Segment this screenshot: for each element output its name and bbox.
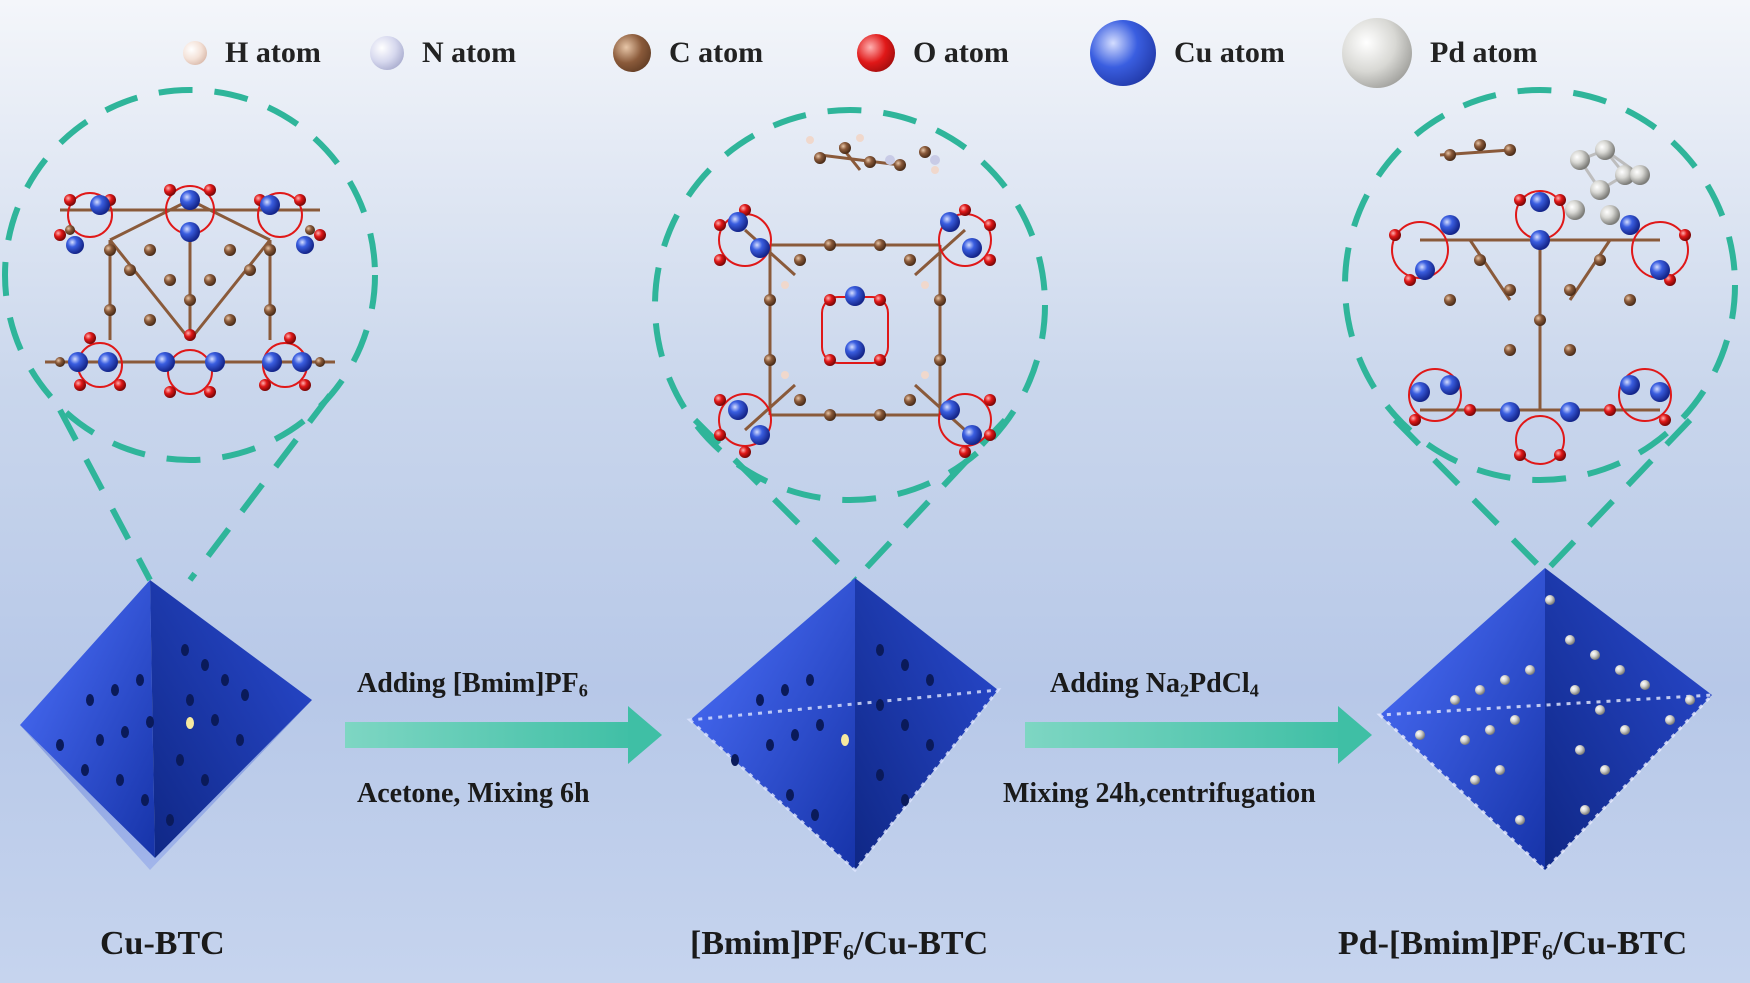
legend-item-c: C atom — [613, 18, 763, 88]
legend-label-o: O atom — [913, 36, 1009, 69]
stage-1-octahedron — [20, 580, 312, 870]
h-atom-icon — [183, 41, 207, 65]
stage-3-label: Pd-[Bmim]PF6/Cu-BTC — [1338, 925, 1688, 965]
step-1-reagent-label: Adding [Bmim]PF6 — [357, 668, 588, 701]
arrow-2 — [1025, 706, 1372, 764]
arrow-1 — [345, 706, 662, 764]
n-atom-icon — [370, 36, 404, 70]
stage-2-label: [Bmim]PF6/Cu-BTC — [690, 925, 989, 965]
step-2-reagent-label: Adding Na2PdCl4 — [1050, 668, 1259, 701]
stage-3-zoom — [1342, 87, 1738, 575]
legend-label-cu: Cu atom — [1174, 36, 1285, 69]
stage-2-zoom — [652, 107, 1048, 583]
legend: H atom N atom C atom O atom Cu atom Pd a… — [0, 18, 1750, 88]
legend-label-c: C atom — [669, 36, 764, 69]
stage-1-label: Cu-BTC — [100, 925, 225, 962]
c-atom-icon — [613, 34, 651, 72]
legend-item-o: O atom — [857, 18, 1009, 88]
step-2-condition-label: Mixing 24h,centrifugation — [1003, 778, 1316, 809]
legend-item-n: N atom — [370, 18, 516, 88]
cu-atom-icon — [1090, 20, 1156, 86]
step-1-condition-label: Acetone, Mixing 6h — [357, 778, 590, 809]
legend-item-h: H atom — [183, 18, 321, 88]
legend-label-n: N atom — [422, 36, 517, 69]
stage-1-molecule — [45, 184, 335, 398]
stage-3-molecule — [1389, 139, 1691, 465]
legend-item-cu: Cu atom — [1090, 18, 1285, 88]
stage-2-molecule — [714, 134, 996, 458]
stage-1-zoom — [2, 87, 378, 582]
stage-2-octahedron — [686, 578, 1002, 873]
o-atom-icon — [857, 34, 895, 72]
legend-label-h: H atom — [225, 36, 321, 69]
pd-atom-icon — [1342, 18, 1412, 88]
legend-item-pd: Pd atom — [1342, 18, 1538, 88]
legend-label-pd: Pd atom — [1430, 36, 1538, 69]
stage-3-octahedron — [1376, 568, 1716, 873]
